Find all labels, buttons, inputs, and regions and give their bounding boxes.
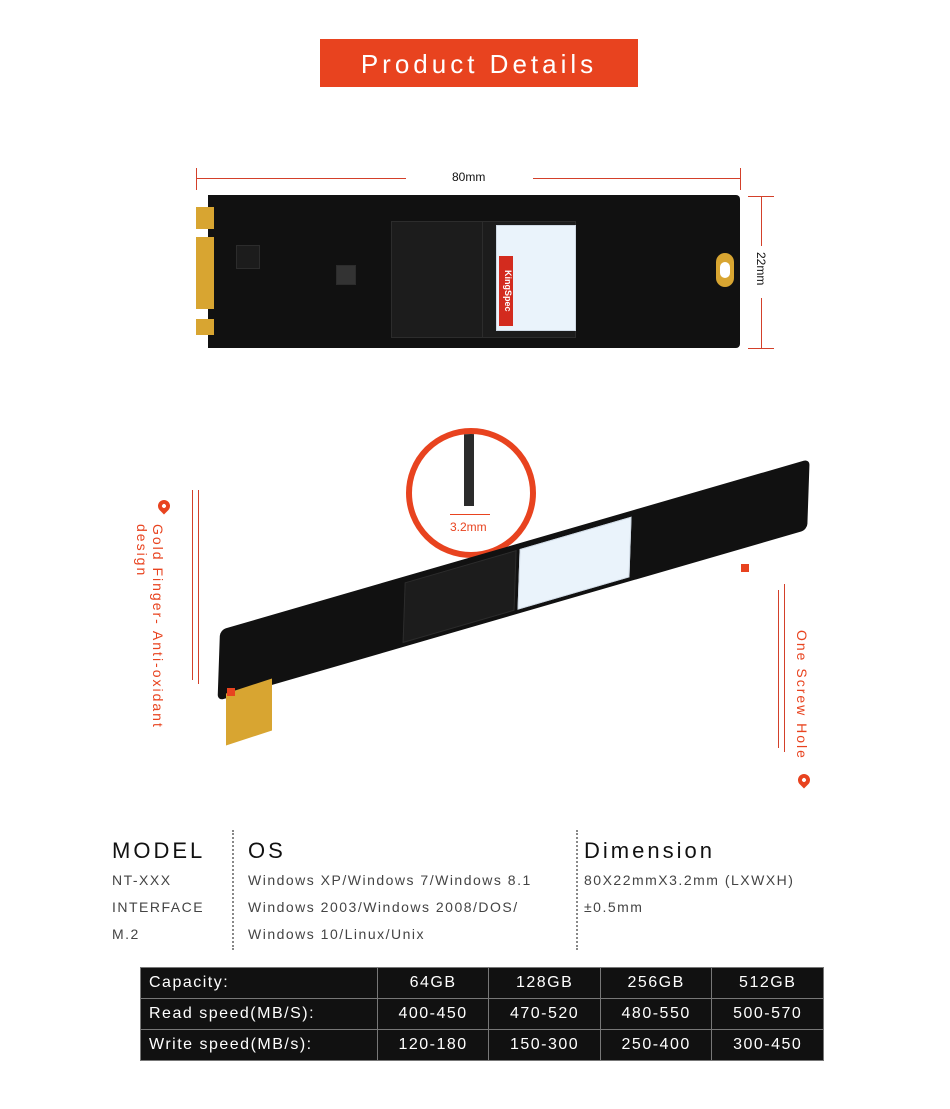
component-chip [336, 265, 356, 285]
screw-hole-annotation: One Screw Hole [794, 630, 810, 760]
table-cell: 64GB [376, 967, 490, 999]
nand-chip [402, 549, 517, 644]
table-cell: 512GB [711, 967, 824, 999]
ssd-edge-profile [464, 434, 474, 506]
dimension-line: 80X22mmX3.2mm (LXWXH) [584, 872, 795, 888]
annotation-line [784, 584, 785, 752]
annotation-line [778, 590, 779, 748]
table-cell: Read speed(MB/S): [140, 998, 378, 1030]
width-label: 22mm [754, 252, 768, 286]
dimension-heading: Dimension [584, 838, 715, 863]
table-cell: 128GB [488, 967, 601, 999]
table-cell: 250-400 [599, 1029, 713, 1061]
model-line: INTERFACE [112, 899, 205, 915]
model-heading: MODEL [112, 838, 206, 863]
annotation-line [192, 490, 193, 680]
location-pin-icon [795, 771, 813, 789]
brand-logo: KingSpec [499, 256, 513, 326]
gold-finger-top [196, 207, 214, 229]
column-divider [232, 830, 234, 950]
table-cell: Write speed(MB/s): [140, 1029, 378, 1061]
width-dimension-line-top [761, 196, 762, 246]
width-dimension-line-bottom [761, 298, 762, 348]
os-line: Windows 10/Linux/Unix [248, 926, 426, 942]
table-cell: 400-450 [376, 998, 490, 1030]
table-row: Read speed(MB/S): 400-450 470-520 480-55… [140, 998, 824, 1030]
product-sticker: KingSpec [496, 225, 576, 331]
gold-finger-bottom [196, 319, 214, 335]
table-cell: 120-180 [376, 1029, 490, 1061]
screw-hole [716, 253, 734, 287]
thickness-callout: 3.2mm [406, 428, 536, 558]
length-dimension-line-left [196, 178, 406, 179]
table-cell: 500-570 [711, 998, 824, 1030]
dimension-line: ±0.5mm [584, 899, 644, 915]
table-row: Write speed(MB/s): 120-180 150-300 250-4… [140, 1029, 824, 1061]
nand-chip [391, 221, 485, 338]
length-tick-left [196, 168, 197, 190]
gold-finger-annotation: Gold Finger- Anti-oxidant design [134, 524, 166, 729]
os-line: Windows XP/Windows 7/Windows 8.1 [248, 872, 532, 888]
location-pin-icon [155, 497, 173, 515]
annotation-line [198, 490, 199, 684]
length-tick-right [740, 168, 741, 190]
model-line: NT-XXX [112, 872, 172, 888]
ssd-top-view: KingSpec [196, 195, 740, 348]
table-header-row: Capacity: 64GB 128GB 256GB 512GB [140, 967, 824, 999]
model-line: M.2 [112, 926, 140, 942]
product-sticker [517, 516, 632, 610]
table-cell: 470-520 [488, 998, 601, 1030]
column-divider [576, 830, 578, 950]
length-label: 80mm [452, 170, 486, 184]
length-dimension-line-right [533, 178, 740, 179]
thickness-marker-line [450, 514, 490, 515]
thickness-label: 3.2mm [450, 520, 487, 534]
annotation-marker [741, 564, 749, 572]
os-heading: OS [248, 838, 286, 863]
table-cell: 480-550 [599, 998, 713, 1030]
table-cell: 300-450 [711, 1029, 824, 1061]
component-chip [236, 245, 260, 269]
speed-table: Capacity: 64GB 128GB 256GB 512GB Read sp… [140, 967, 824, 1061]
table-cell: 256GB [599, 967, 713, 999]
table-cell: Capacity: [140, 967, 378, 999]
page-title-banner: Product Details [320, 39, 638, 87]
width-tick-bottom [748, 348, 774, 349]
screw-hole-cutout [720, 262, 730, 278]
table-cell: 150-300 [488, 1029, 601, 1061]
annotation-marker [227, 688, 235, 696]
gold-finger-middle [196, 237, 214, 309]
os-line: Windows 2003/Windows 2008/DOS/ [248, 899, 519, 915]
